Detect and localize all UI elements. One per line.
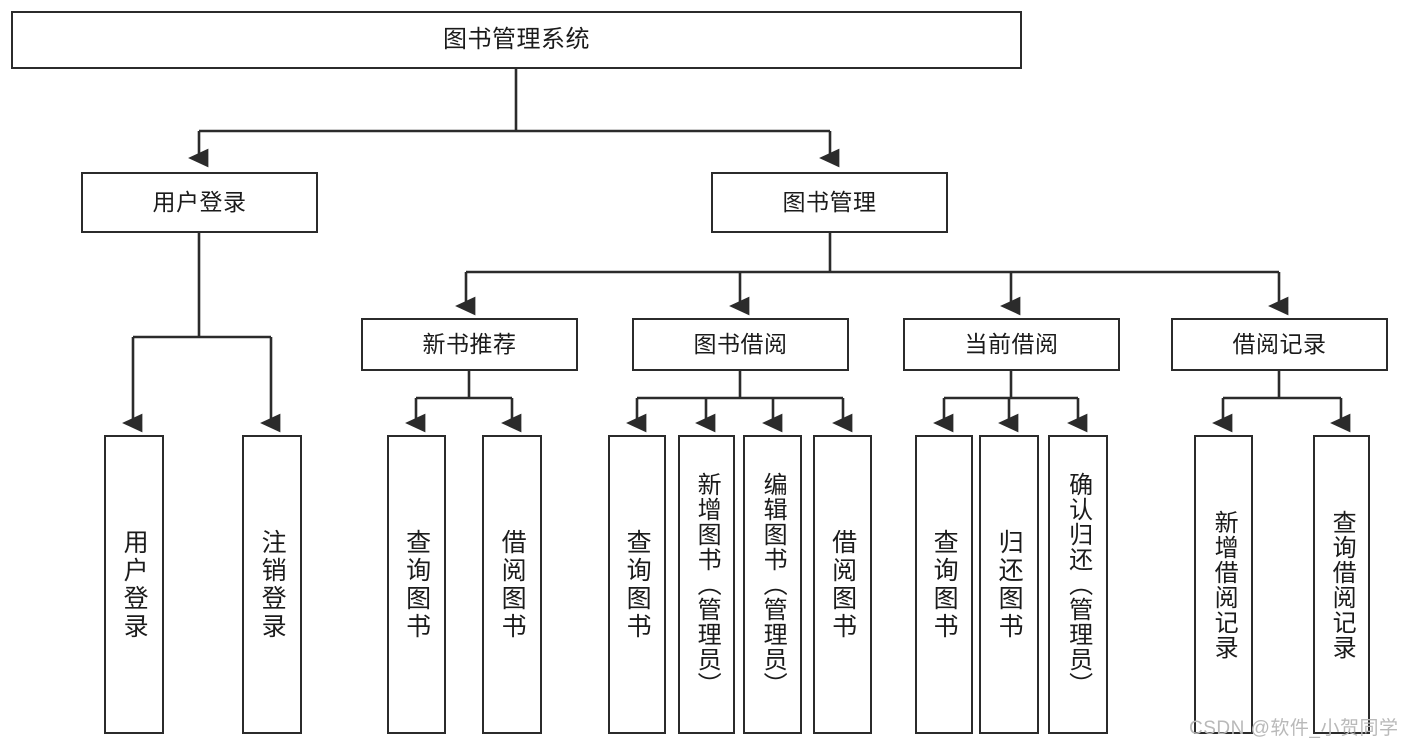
node-root-system[interactable]: 图书管理系统 xyxy=(11,11,1022,69)
node-label: 用户登录 xyxy=(120,528,149,641)
node-leaf-query-borrow-record[interactable]: 查询借阅记录 xyxy=(1313,435,1370,734)
node-leaf-return-book[interactable]: 归还图书 xyxy=(979,435,1039,734)
node-book-management[interactable]: 图书管理 xyxy=(711,172,948,233)
node-label: 查询图书 xyxy=(402,528,431,641)
node-label: 归还图书 xyxy=(995,528,1024,641)
node-leaf-add-book-admin[interactable]: 新增图书（管理员） xyxy=(678,435,735,734)
node-leaf-query-book-borrow[interactable]: 查询图书 xyxy=(608,435,666,734)
node-leaf-confirm-return-admin[interactable]: 确认归还（管理员） xyxy=(1048,435,1108,734)
node-leaf-borrow-book-recommend[interactable]: 借阅图书 xyxy=(482,435,542,734)
node-label: 图书管理系统 xyxy=(443,25,590,53)
node-label: 新增图书（管理员） xyxy=(693,472,721,697)
node-label: 查询借阅记录 xyxy=(1328,509,1356,660)
node-new-book-recommend[interactable]: 新书推荐 xyxy=(361,318,578,371)
node-user-login[interactable]: 用户登录 xyxy=(81,172,318,233)
node-leaf-user-login[interactable]: 用户登录 xyxy=(104,435,164,734)
node-leaf-query-book-recommend[interactable]: 查询图书 xyxy=(387,435,446,734)
node-label: 查询图书 xyxy=(623,528,652,641)
node-leaf-logout[interactable]: 注销登录 xyxy=(242,435,302,734)
node-label: 当前借阅 xyxy=(964,330,1059,357)
node-label: 用户登录 xyxy=(152,188,247,215)
node-label: 查询图书 xyxy=(930,528,959,641)
node-borrow-record[interactable]: 借阅记录 xyxy=(1171,318,1388,371)
node-leaf-add-borrow-record[interactable]: 新增借阅记录 xyxy=(1194,435,1253,734)
node-label: 借阅图书 xyxy=(828,528,857,641)
node-label: 编辑图书（管理员） xyxy=(759,472,787,697)
node-book-borrow[interactable]: 图书借阅 xyxy=(632,318,849,371)
node-label: 新书推荐 xyxy=(422,330,517,357)
node-label: 借阅图书 xyxy=(498,528,527,641)
node-leaf-query-book-current[interactable]: 查询图书 xyxy=(915,435,973,734)
node-label: 注销登录 xyxy=(258,528,287,641)
node-label: 确认归还（管理员） xyxy=(1064,472,1092,697)
node-leaf-edit-book-admin[interactable]: 编辑图书（管理员） xyxy=(743,435,802,734)
node-current-borrow[interactable]: 当前借阅 xyxy=(903,318,1120,371)
node-label: 图书管理 xyxy=(782,188,877,215)
node-label: 新增借阅记录 xyxy=(1210,509,1238,660)
node-label: 借阅记录 xyxy=(1232,330,1327,357)
node-label: 图书借阅 xyxy=(693,330,788,357)
node-leaf-borrow-book[interactable]: 借阅图书 xyxy=(813,435,872,734)
watermark-text: CSDN @软件_小贺同学 xyxy=(1189,718,1399,739)
